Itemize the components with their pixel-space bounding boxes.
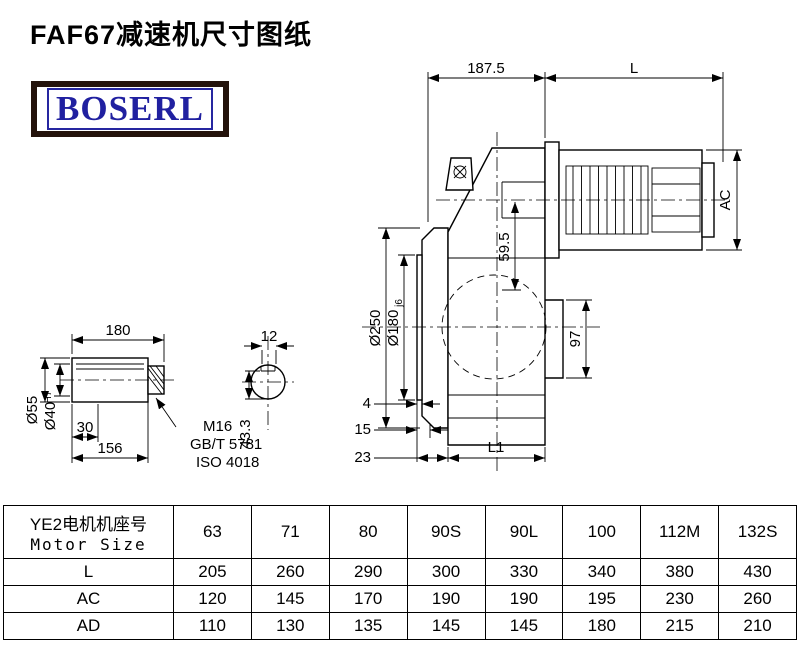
col-header-63: 63: [173, 505, 252, 559]
cell: 145: [484, 612, 564, 640]
cell: 135: [328, 612, 408, 640]
dim-label-4: 4: [363, 395, 371, 412]
motor-size-label-cn: YE2电机机座号: [29, 515, 148, 534]
motor-dimension-table: YE2电机机座号 Motor Size 63 71 80 90S 90L 100…: [3, 505, 797, 640]
cell: 430: [718, 558, 797, 586]
cell: 380: [640, 558, 720, 586]
technical-drawing: 187.5 L AC Ø250 Ø180 j6 59.5 97 4 15 23 …: [24, 60, 742, 472]
dim-label-156: 156: [97, 440, 122, 457]
cell: 205: [173, 558, 252, 586]
boserl-logo: BOSERL: [31, 81, 229, 137]
thread-label: M16: [203, 418, 232, 435]
dim-label-180-diameter: Ø180: [385, 310, 402, 347]
table-row-AC: AC 120 145 170 190 190 195 230 260: [3, 585, 797, 613]
cell: 290: [328, 558, 408, 586]
lifting-eye-hole: [453, 165, 467, 179]
cell: 195: [562, 585, 642, 613]
cell: 210: [718, 612, 797, 640]
table-row-AD: AD 110 130 135 145 145 180 215 210: [3, 612, 797, 640]
dim-label-40-diameter: Ø40: [42, 402, 59, 430]
shaft-detail-view: 180 30 156 Ø55 Ø40 H7 M16 GB/T 5781 ISO …: [24, 322, 262, 471]
lifting-eye-boss: [445, 157, 474, 191]
cell: 190: [406, 585, 486, 613]
dim-label-43-3: 43.3: [237, 419, 254, 448]
cell: 230: [640, 585, 720, 613]
housing-interior-lines: [448, 181, 545, 419]
motor-size-header-cell: YE2电机机座号 Motor Size: [3, 505, 174, 559]
dim-label-30: 30: [77, 419, 94, 436]
cell: 260: [250, 558, 330, 586]
cell: 180: [562, 612, 642, 640]
motor-endshield-lines: [652, 183, 700, 217]
gearbox-main-view: [362, 132, 730, 472]
page-title: FAF67减速机尺寸图纸: [30, 20, 313, 50]
row-label-AD: AD: [3, 612, 174, 640]
cell: 330: [484, 558, 564, 586]
flange-spigot: [416, 254, 423, 401]
col-header-112M: 112M: [640, 505, 720, 559]
output-bearing-cover: [545, 299, 564, 379]
standard-iso-label: ISO 4018: [196, 454, 259, 471]
cell: 260: [718, 585, 797, 613]
dim-label-187-5: 187.5: [467, 60, 505, 77]
mounting-flange: [421, 227, 449, 429]
shaft-section-detail: 12 43.3: [237, 328, 294, 449]
col-header-90S: 90S: [406, 505, 486, 559]
thread-hatch: [147, 365, 165, 395]
standard-gb-label: GB/T 5781: [190, 436, 262, 453]
dim-label-23: 23: [354, 449, 371, 466]
dim-label-AC: AC: [717, 189, 734, 210]
dim-label-40-fit: H7: [43, 390, 54, 403]
cell: 145: [250, 585, 330, 613]
gear-housing: [447, 147, 546, 446]
cell: 120: [173, 585, 252, 613]
cell: 130: [250, 612, 330, 640]
cell: 300: [406, 558, 486, 586]
dim-label-15: 15: [354, 421, 371, 438]
cell: 190: [484, 585, 564, 613]
col-header-80: 80: [328, 505, 408, 559]
main-view-dimensions: 187.5 L AC Ø250 Ø180 j6 59.5 97 4 15 23 …: [354, 60, 742, 466]
dim-label-59-5: 59.5: [496, 232, 513, 261]
col-header-71: 71: [250, 505, 330, 559]
dim-label-len-180: 180: [105, 322, 130, 339]
thread-leader-line: [155, 397, 177, 428]
dim-label-97: 97: [567, 331, 584, 348]
dim-label-55: Ø55: [24, 396, 41, 424]
section-extension-lines: [245, 350, 277, 400]
boserl-logo-text: BOSERL: [47, 87, 213, 131]
cell: 340: [562, 558, 642, 586]
motor-size-label-en: Motor Size: [30, 535, 147, 554]
cell: 215: [640, 612, 720, 640]
table-header-row: YE2电机机座号 Motor Size 63 71 80 90S 90L 100…: [3, 505, 797, 559]
dim-label-12: 12: [261, 328, 278, 345]
cell: 110: [173, 612, 252, 640]
cell: 145: [406, 612, 486, 640]
dim-label-180-fit: j6: [394, 299, 405, 308]
col-header-90L: 90L: [484, 505, 564, 559]
lifting-eye-cross: [453, 165, 467, 179]
table-row-L: L 205 260 290 300 330 340 380 430: [3, 558, 797, 586]
col-header-100: 100: [562, 505, 642, 559]
dim-label-250: Ø250: [367, 310, 384, 347]
keyway-lines: [76, 363, 144, 370]
row-label-L: L: [3, 558, 174, 586]
col-header-132S: 132S: [718, 505, 797, 559]
dim-label-L1: L1: [488, 439, 505, 456]
dim-label-L: L: [630, 60, 638, 77]
row-label-AC: AC: [3, 585, 174, 613]
cell: 170: [328, 585, 408, 613]
